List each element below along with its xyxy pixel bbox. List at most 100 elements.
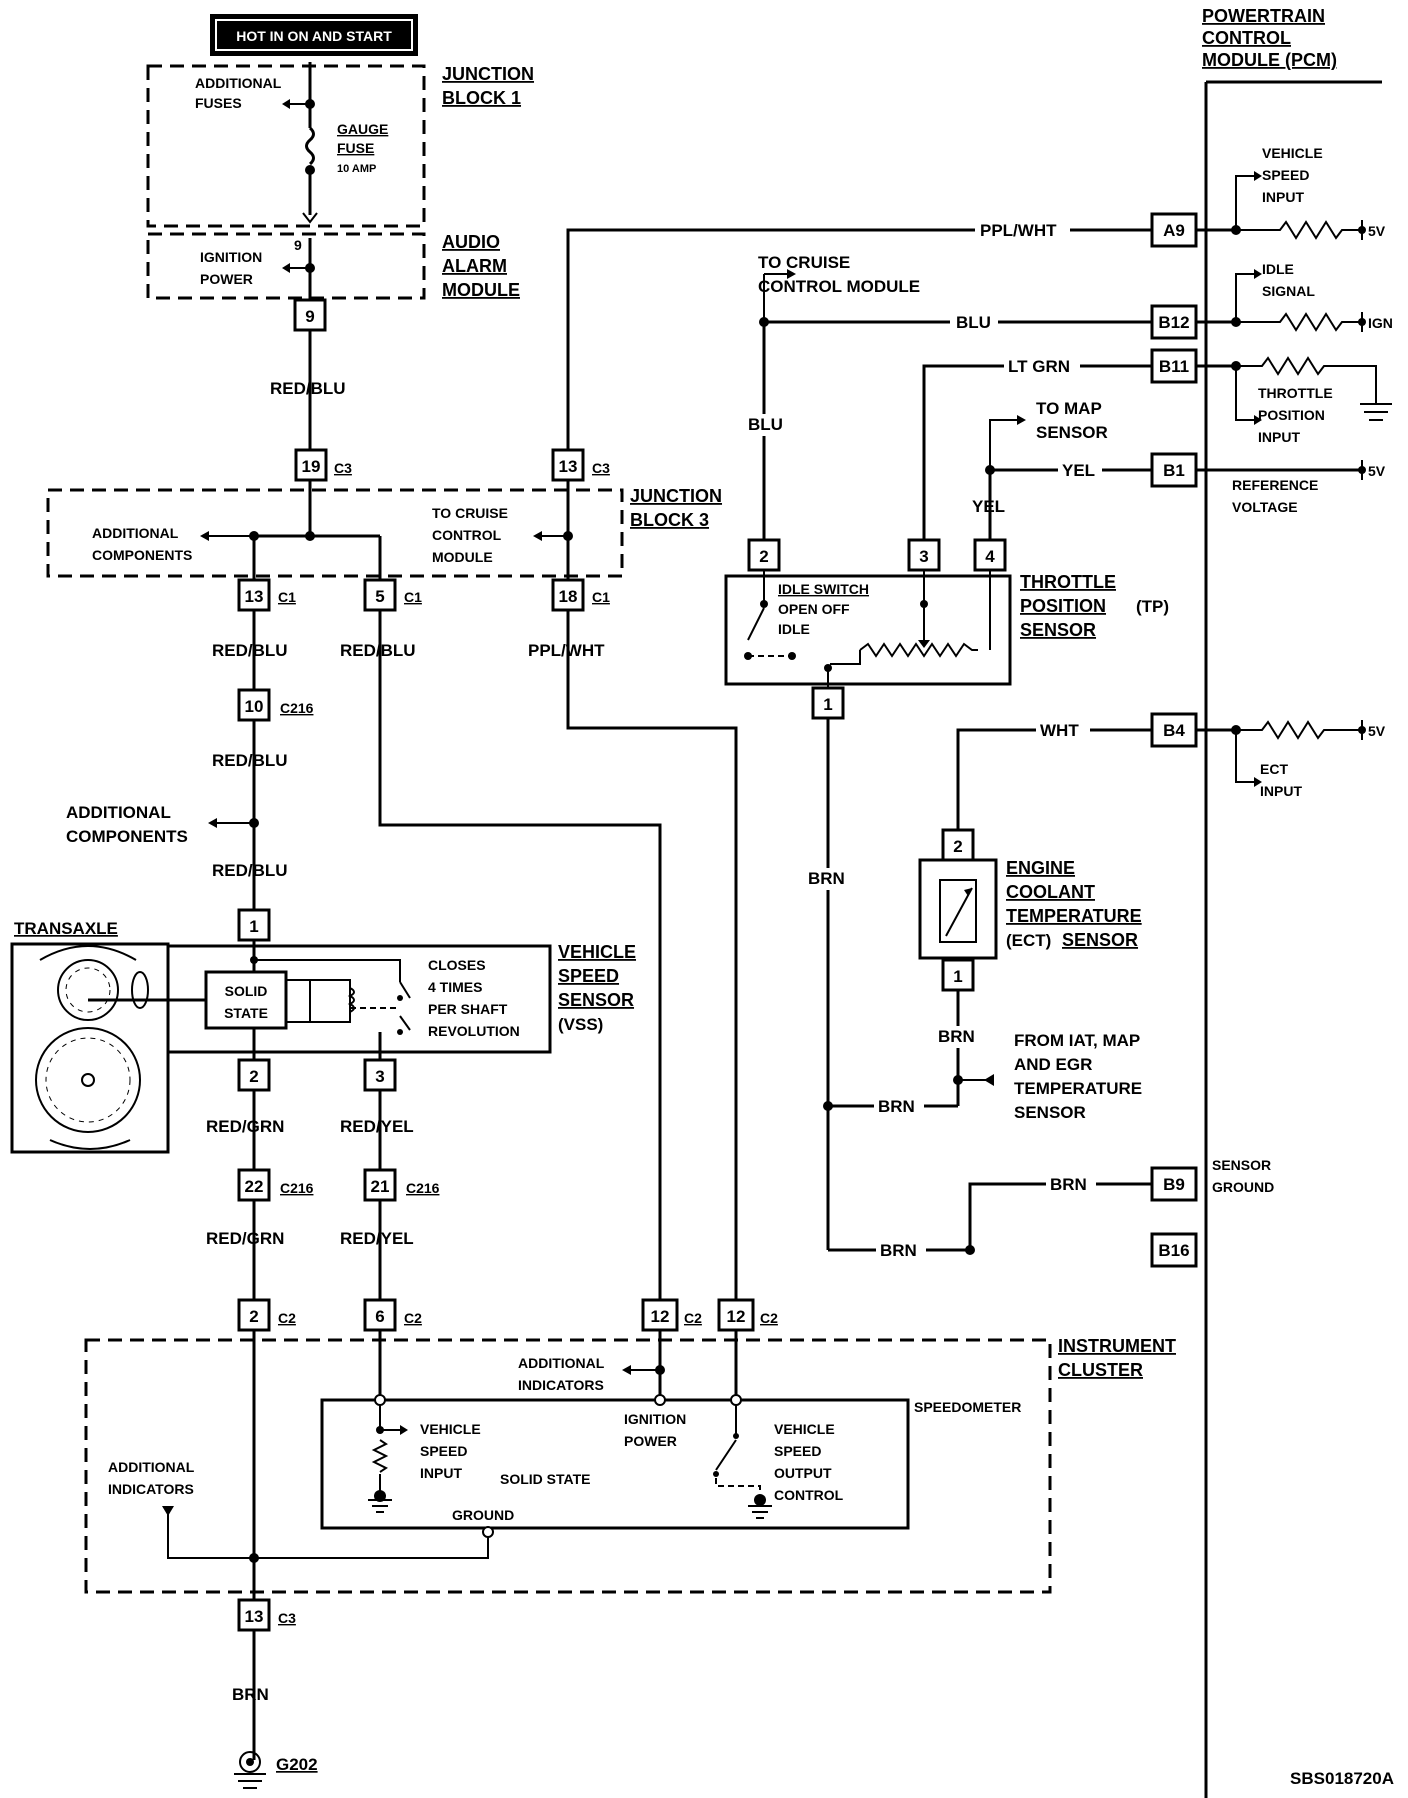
pcm: POWERTRAIN CONTROL MODULE (PCM) A9 5V VE… [1150, 6, 1393, 1798]
svg-text:SENSOR: SENSOR [1014, 1103, 1086, 1122]
svg-text:POSITION: POSITION [1258, 407, 1325, 423]
svg-text:ENGINE: ENGINE [1006, 858, 1075, 878]
svg-text:GAUGE: GAUGE [337, 121, 388, 137]
svg-text:HOT IN ON AND START: HOT IN ON AND START [236, 28, 392, 44]
svg-text:(TP): (TP) [1136, 597, 1169, 616]
svg-text:RED/YEL: RED/YEL [340, 1229, 414, 1248]
fuse-icon [305, 126, 315, 166]
svg-text:C3: C3 [334, 460, 352, 476]
svg-text:RED/YEL: RED/YEL [340, 1117, 414, 1136]
svg-text:C216: C216 [280, 1180, 314, 1196]
svg-text:INSTRUMENT: INSTRUMENT [1058, 1336, 1176, 1356]
svg-text:BLU: BLU [956, 313, 991, 332]
vehicle-speed-sensor: 1 VEHICLE SPEED SENSOR (VSS) SOLID STATE… [88, 908, 636, 1092]
svg-text:3: 3 [919, 547, 928, 566]
svg-text:B16: B16 [1158, 1241, 1189, 1260]
svg-text:G202: G202 [276, 1755, 318, 1774]
svg-text:OPEN OFF: OPEN OFF [778, 601, 850, 617]
svg-text:B1: B1 [1163, 461, 1185, 480]
svg-text:2: 2 [759, 547, 768, 566]
svg-text:THROTTLE: THROTTLE [1258, 385, 1333, 401]
svg-text:C3: C3 [278, 1610, 296, 1626]
svg-text:LT GRN: LT GRN [1008, 357, 1070, 376]
svg-text:C2: C2 [278, 1310, 296, 1326]
svg-text:C2: C2 [404, 1310, 422, 1326]
svg-text:MODULE (PCM): MODULE (PCM) [1202, 50, 1337, 70]
svg-text:BRN: BRN [878, 1097, 915, 1116]
svg-text:RED/GRN: RED/GRN [206, 1229, 284, 1248]
svg-text:ADDITIONAL: ADDITIONAL [92, 525, 179, 541]
svg-text:VEHICLE: VEHICLE [420, 1421, 481, 1437]
svg-text:INPUT: INPUT [1258, 429, 1300, 445]
svg-text:C3: C3 [592, 460, 610, 476]
svg-text:POWER: POWER [624, 1433, 677, 1449]
svg-text:BRN: BRN [808, 869, 845, 888]
diagram-id: SBS018720A [1290, 1769, 1394, 1788]
svg-text:AND EGR: AND EGR [1014, 1055, 1092, 1074]
svg-text:5V: 5V [1368, 723, 1386, 739]
svg-text:B12: B12 [1158, 313, 1189, 332]
transaxle: TRANSAXLE [10, 919, 170, 1154]
svg-text:BLOCK 1: BLOCK 1 [442, 88, 521, 108]
svg-text:5: 5 [375, 587, 384, 606]
svg-text:JUNCTION: JUNCTION [442, 64, 534, 84]
svg-text:GROUND: GROUND [452, 1507, 514, 1523]
svg-text:C1: C1 [592, 589, 610, 605]
svg-text:FUSE: FUSE [337, 140, 374, 156]
svg-text:AUDIO: AUDIO [442, 232, 500, 252]
svg-text:RED/BLU: RED/BLU [340, 641, 416, 660]
svg-text:CONTROL: CONTROL [432, 527, 502, 543]
svg-text:CLOSES: CLOSES [428, 957, 486, 973]
svg-text:BLU: BLU [748, 415, 783, 434]
svg-text:POWERTRAIN: POWERTRAIN [1202, 6, 1325, 26]
throttle-position-sensor: TO CRUISE CONTROL MODULE BLU BLU LT GRN … [724, 253, 1169, 720]
svg-text:SENSOR: SENSOR [1062, 930, 1138, 950]
svg-text:C1: C1 [404, 589, 422, 605]
svg-text:YEL: YEL [972, 497, 1005, 516]
svg-text:WHT: WHT [1040, 721, 1079, 740]
svg-text:10 AMP: 10 AMP [337, 163, 376, 175]
svg-text:TRANSAXLE: TRANSAXLE [14, 919, 118, 938]
svg-text:VOLTAGE: VOLTAGE [1232, 499, 1298, 515]
svg-text:IGN: IGN [1368, 315, 1393, 331]
svg-text:BRN: BRN [880, 1241, 917, 1260]
svg-text:IDLE: IDLE [778, 621, 810, 637]
svg-text:19: 19 [302, 457, 321, 476]
svg-text:9: 9 [305, 307, 314, 326]
svg-text:TO CRUISE: TO CRUISE [432, 505, 508, 521]
svg-text:1: 1 [249, 917, 258, 936]
svg-text:C216: C216 [406, 1180, 440, 1196]
svg-text:SPEED: SPEED [420, 1443, 467, 1459]
svg-text:COOLANT: COOLANT [1006, 882, 1095, 902]
svg-text:POSITION: POSITION [1020, 596, 1106, 616]
wire-label-ppl-wht-top: PPL/WHT [980, 221, 1057, 240]
svg-text:CONTROL: CONTROL [1202, 28, 1291, 48]
svg-text:C2: C2 [684, 1310, 702, 1326]
svg-text:ADDITIONAL: ADDITIONAL [108, 1459, 195, 1475]
svg-text:ADDITIONAL: ADDITIONAL [195, 75, 282, 91]
svg-text:C2: C2 [760, 1310, 778, 1326]
svg-text:5V: 5V [1368, 223, 1386, 239]
gear-icon [57, 959, 119, 1021]
svg-text:SOLID: SOLID [225, 983, 268, 999]
svg-text:22: 22 [245, 1177, 264, 1196]
svg-text:IGNITION: IGNITION [200, 249, 262, 265]
svg-text:SPEED: SPEED [1262, 167, 1309, 183]
svg-text:SENSOR: SENSOR [1212, 1157, 1271, 1173]
svg-text:13: 13 [245, 1607, 264, 1626]
svg-text:VEHICLE: VEHICLE [1262, 145, 1323, 161]
svg-text:B11: B11 [1159, 357, 1189, 376]
svg-text:SPEED: SPEED [558, 966, 619, 986]
junction-block-3: 19 C3 13 C3 JUNCTION BLOCK 3 ADDITIONAL … [46, 448, 722, 612]
svg-text:(ECT): (ECT) [1006, 931, 1051, 950]
svg-text:SENSOR: SENSOR [558, 990, 634, 1010]
svg-text:ADDITIONAL: ADDITIONAL [66, 803, 171, 822]
wire-red-blu-5 [378, 610, 662, 1320]
svg-text:10: 10 [245, 697, 264, 716]
svg-text:BRN: BRN [232, 1685, 269, 1704]
svg-text:INDICATORS: INDICATORS [518, 1377, 604, 1393]
hot-label: HOT IN ON AND START [210, 14, 418, 56]
svg-text:THROTTLE: THROTTLE [1020, 572, 1116, 592]
svg-text:CONTROL MODULE: CONTROL MODULE [758, 277, 920, 296]
